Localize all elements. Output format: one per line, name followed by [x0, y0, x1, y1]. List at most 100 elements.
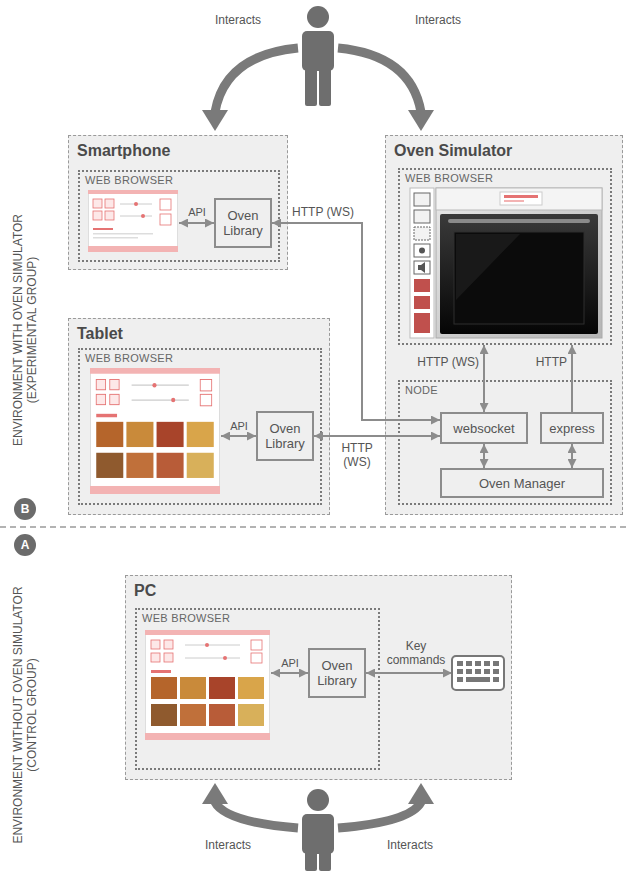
box-title: Oven Simulator [386, 136, 622, 160]
keyboard-icon [484, 661, 490, 666]
action-label: Interacts [215, 13, 261, 27]
person-figure [302, 31, 334, 71]
oven-illustration [440, 214, 598, 334]
keyboard-icon [493, 669, 499, 674]
box-text: B [21, 502, 30, 516]
box-title: WEB BROWSER [400, 170, 610, 185]
connector-arrow [483, 345, 485, 412]
interaction-arrow [202, 783, 228, 804]
oven-illustration [414, 261, 430, 274]
group-label: ENVIRONMENT WITHOUT OVEN SIMULATOR (CONT… [11, 565, 39, 865]
section-badge: B [14, 498, 36, 520]
person-figure [305, 851, 317, 871]
oven-illustration [448, 219, 590, 223]
connector-arrow [571, 345, 573, 412]
keyboard-icon [475, 661, 481, 666]
oven-illustration [454, 232, 584, 324]
module-box: Oven Library [308, 648, 366, 698]
api-arrow [179, 223, 308, 673]
app-screenshot [145, 630, 270, 740]
oven-illustration [436, 188, 602, 210]
box-title: Tablet [69, 319, 329, 343]
connector-arrow [571, 444, 573, 468]
oven-illustration [504, 200, 524, 202]
keyboard-icon [475, 669, 481, 674]
person-figure [319, 68, 331, 106]
box-text: express [546, 421, 598, 436]
interaction-arrow [202, 783, 434, 828]
oven-illustration [456, 234, 520, 300]
oven-illustration [418, 262, 425, 273]
person-figure [307, 789, 329, 811]
app-screenshot [90, 368, 220, 494]
section-divider [0, 527, 629, 528]
module-box: Oven Manager [440, 468, 604, 498]
action-label: Interacts [415, 13, 461, 27]
person-figure [302, 814, 334, 854]
keyboard-icon [452, 656, 504, 690]
protocol-label: HTTP (WS) [341, 441, 372, 469]
module-box: Oven Library [214, 198, 272, 248]
api-arrow [179, 222, 214, 224]
oven-illustration [414, 210, 430, 223]
oven-illustration [500, 192, 542, 205]
interaction-arrow [338, 48, 421, 112]
interface-label: API [188, 205, 206, 219]
interaction-arrow [202, 110, 228, 131]
protocol-label: HTTP (WS) [292, 205, 354, 219]
key-command-arrow [366, 672, 452, 674]
module-box: Oven Library [256, 411, 314, 461]
interaction-arrow [202, 48, 434, 131]
oven-illustration [414, 279, 430, 292]
box-title: WEB BROWSER [80, 172, 278, 187]
interface-label: API [281, 656, 299, 670]
oven-illustration [414, 227, 430, 240]
keyboard-icon [452, 656, 504, 690]
box-title: NODE [400, 382, 610, 397]
interface-label: API [230, 419, 248, 433]
section-divider [0, 526, 629, 528]
box-text: Oven Library [310, 658, 364, 688]
box-text: Oven Library [258, 421, 312, 451]
keyboard-icon [457, 661, 463, 666]
box-title: WEB BROWSER [80, 350, 320, 365]
keyboard-icon [457, 669, 463, 674]
keyboard-icon [466, 677, 490, 682]
protocol-label: HTTP [536, 355, 567, 369]
person-figure [307, 6, 329, 28]
keyboard-icon [457, 677, 463, 682]
api-arrow [221, 435, 256, 437]
keyboard-icon [493, 661, 499, 666]
box-title: Smartphone [69, 136, 287, 160]
interaction-arrow [215, 48, 298, 112]
interface-label: Key commands [387, 639, 446, 667]
box-title: WEB BROWSER [137, 610, 378, 625]
person-figure [302, 789, 334, 871]
action-label: Interacts [387, 838, 433, 852]
module-box: express [540, 412, 604, 444]
oven-illustration [419, 248, 425, 254]
connector-arrow [272, 223, 440, 420]
keyboard-icon [466, 661, 472, 666]
interaction-arrow [338, 802, 421, 828]
oven-illustration [436, 188, 602, 338]
interaction-arrow [408, 783, 434, 804]
interaction-arrow [215, 802, 298, 828]
app-screenshot [88, 190, 178, 252]
module-box: websocket [440, 412, 528, 444]
oven-illustration [414, 313, 430, 333]
oven-illustration [414, 296, 430, 309]
interaction-arrow [408, 110, 434, 131]
oven-illustration [504, 195, 538, 198]
person-figure [305, 68, 317, 106]
box-text: websocket [450, 421, 517, 436]
oven-illustration [414, 193, 430, 206]
runtime-frame: NODE websocket expressOven Manager [398, 380, 612, 505]
protocol-label: HTTP (WS) [417, 355, 479, 369]
connector-arrow [483, 444, 485, 468]
oven-illustration [410, 188, 434, 338]
oven-illustration [410, 188, 602, 338]
key-command-arrow [366, 672, 452, 674]
box-text: Oven Library [216, 208, 270, 238]
